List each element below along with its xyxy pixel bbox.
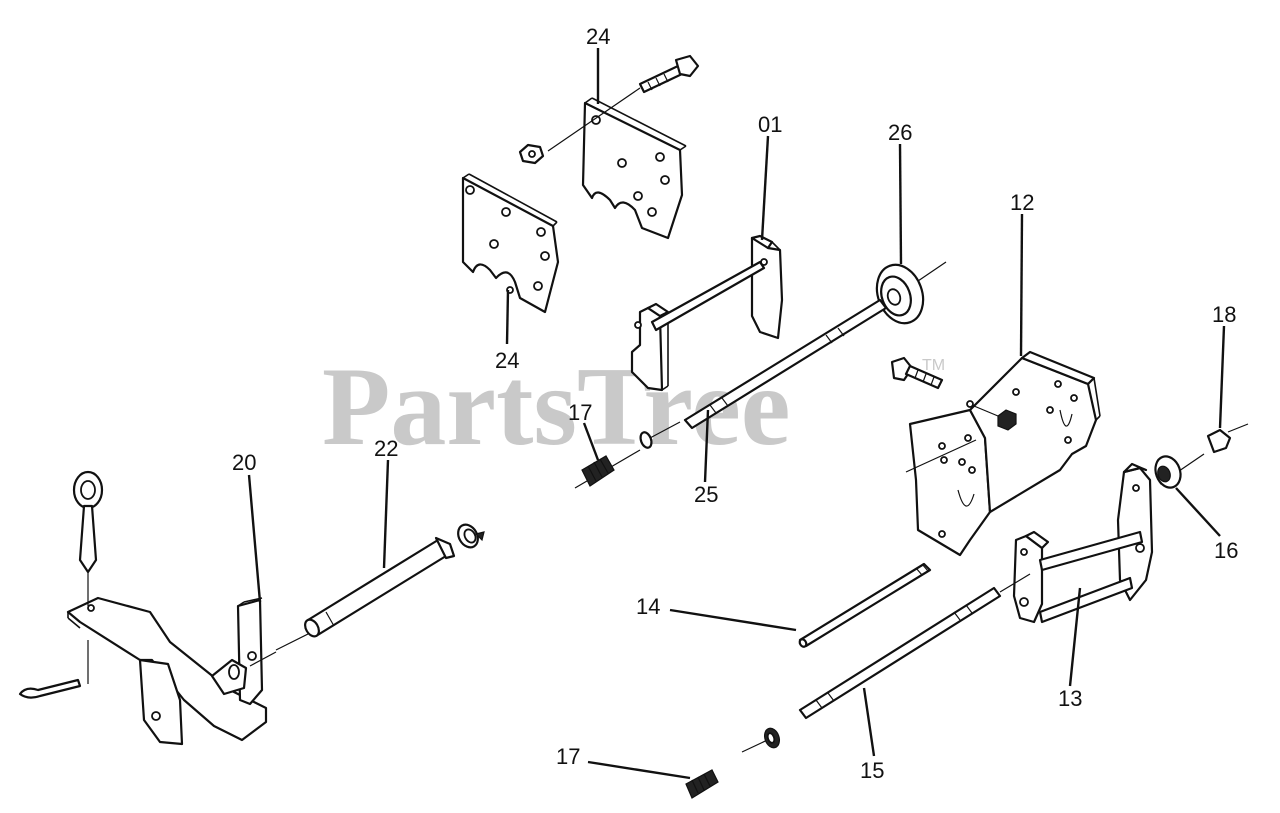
part-25-axle [649,298,888,439]
hitch-pin [72,470,104,606]
callout-16: 16 [1214,538,1238,563]
part-24-lower-plate [461,173,560,314]
part-01-bracket [630,234,784,392]
callout-17-upper: 17 [568,400,592,425]
part-17-setscrew-lower [685,769,719,799]
part-17-setscrew-upper [574,449,641,489]
watermark-trademark: TM [922,357,945,374]
callout-17-lower: 17 [556,744,580,769]
part-15-rod [741,573,1031,753]
callout-22: 22 [374,436,398,461]
washer-15 [763,727,781,749]
callout-25: 25 [694,482,718,507]
nut-12 [973,405,1017,431]
part-18-cap [1206,423,1249,454]
part-12-bracket [905,350,1101,557]
part-20-hitch [66,596,277,746]
cotter-pin [18,640,89,699]
bolt-12 [890,356,944,390]
callout-26: 26 [888,120,912,145]
callout-15: 15 [860,758,884,783]
part-14-rod [798,562,932,648]
callout-14: 14 [636,594,660,619]
ring-clip [457,523,485,549]
leader-lines [247,48,1226,780]
callout-12: 12 [1010,190,1034,215]
callout-24-lower: 24 [495,348,519,373]
callout-01: 01 [758,112,782,137]
part-26-wheel [875,261,947,325]
nut-upper [518,143,545,165]
part-13-bracket [1012,462,1154,624]
callout-18: 18 [1212,302,1236,327]
part-22-pin [275,536,456,651]
callout-20: 20 [232,450,256,475]
washer-small-left [639,431,653,449]
part-16-spacer [1154,453,1205,489]
bolt-upper [547,54,700,152]
callout-13: 13 [1058,686,1082,711]
callout-24-upper: 24 [586,24,610,49]
part-24-upper-plate [581,97,687,240]
